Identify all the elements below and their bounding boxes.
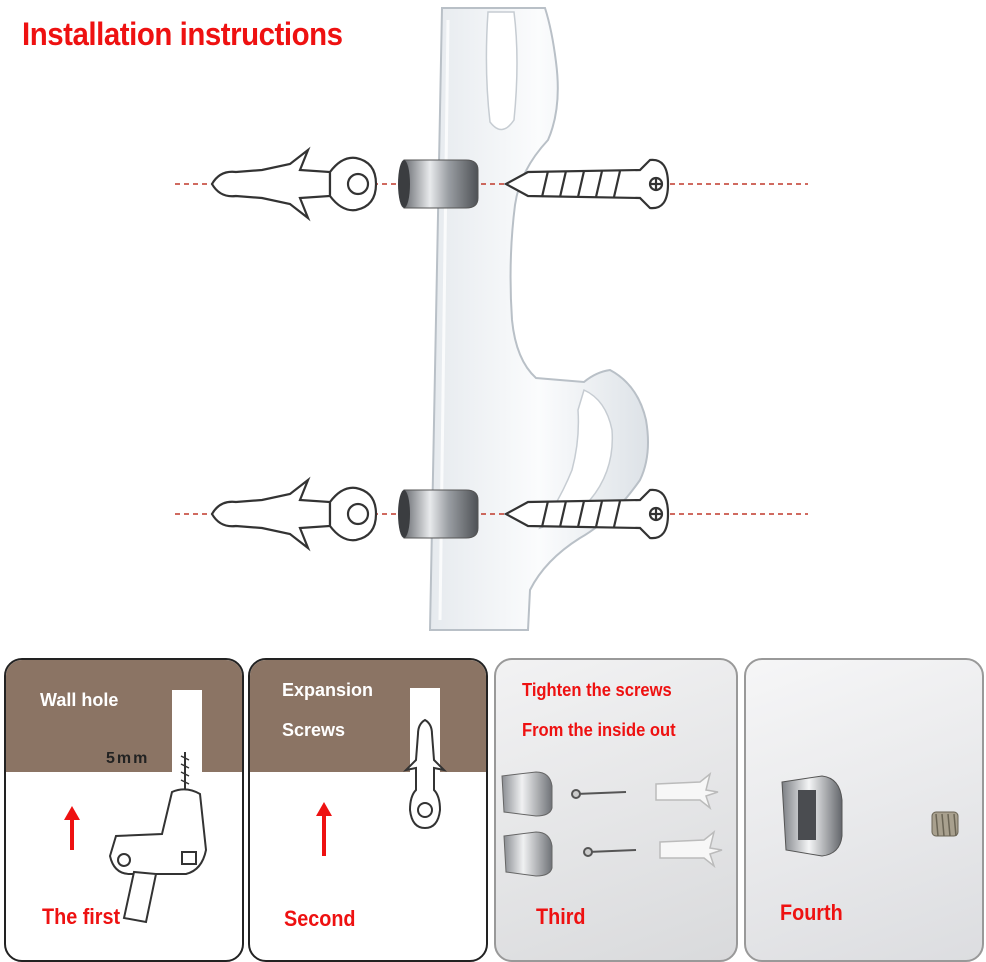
wall-anchor-top (210, 146, 378, 222)
step-panel-fourth: Fourth (744, 658, 984, 962)
set-screw (931, 811, 959, 837)
clamp-bottom (503, 831, 553, 877)
bracket-installation-illustration (175, 7, 808, 631)
step-label: Fourth (780, 900, 843, 925)
order-note: From the inside out (522, 720, 676, 740)
screw-top (503, 158, 670, 210)
wall-hole-label: Wall hole (40, 690, 119, 710)
screw-part (571, 789, 637, 857)
metal-sleeve-top (398, 159, 479, 209)
step-label: The first (42, 904, 121, 929)
step-label: Second (284, 906, 356, 931)
expansion-screw-illustration (316, 688, 448, 856)
step-panel-third: Tighten the screws From the inside out T… (494, 658, 738, 962)
screws-label: Screws (282, 720, 346, 740)
step-label: Third (536, 904, 586, 929)
page-title: Installation instructions (22, 16, 343, 52)
parts-illustration (501, 771, 723, 877)
clamp-top (501, 771, 553, 817)
hole-size-label: 5mm (106, 750, 150, 767)
step-panel-first: Wall hole 5mm The first (4, 658, 244, 962)
wall-anchor-bottom (210, 476, 378, 552)
wall-section (6, 660, 242, 772)
up-arrow-icon (64, 806, 80, 850)
clamp-and-set-screw-illustration (781, 775, 959, 857)
metal-sleeve-bottom (398, 489, 479, 539)
expansion-label: Expansion (282, 680, 374, 700)
step-panel-second: Expansion Screws Second (248, 658, 488, 962)
anchor-part (655, 772, 723, 869)
drill-illustration (64, 690, 208, 924)
screw-bottom (503, 488, 670, 540)
wall-section (250, 660, 486, 772)
up-arrow-icon (316, 802, 332, 856)
tighten-note: Tighten the screws (522, 680, 672, 700)
